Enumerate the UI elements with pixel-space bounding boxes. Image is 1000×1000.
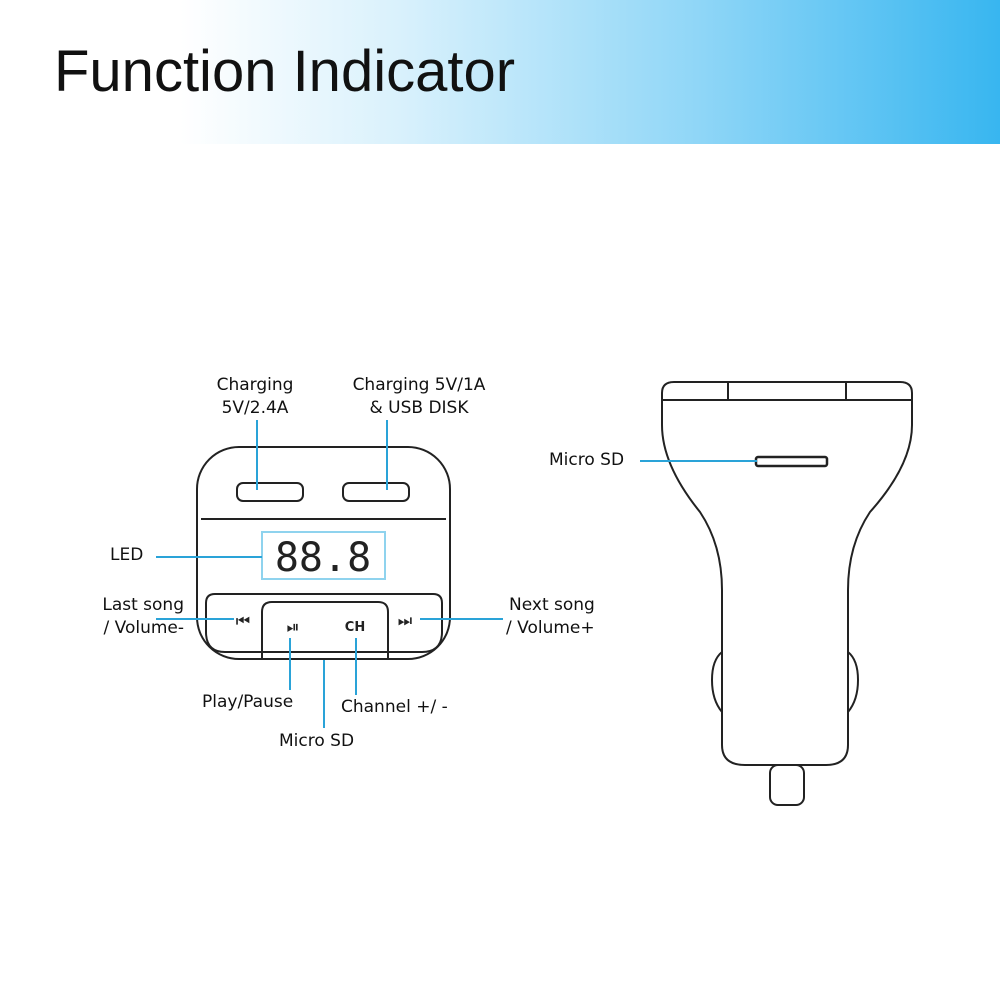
side-micro-sd-slot bbox=[754, 455, 829, 468]
callout-lines bbox=[156, 420, 757, 728]
front-body bbox=[196, 446, 451, 660]
led-display-frame bbox=[261, 531, 386, 580]
control-panel bbox=[205, 593, 443, 653]
side-clip-right bbox=[847, 651, 860, 713]
label-led: LED bbox=[110, 545, 144, 565]
led-display-digits: 88.8 bbox=[275, 535, 371, 581]
label-last-song: Last song / Volume- bbox=[102, 595, 184, 638]
side-top-cap bbox=[661, 381, 913, 400]
label-play-pause: Play/Pause bbox=[202, 692, 294, 712]
next-button-icon: ⏭ bbox=[398, 611, 412, 630]
center-button-housing bbox=[261, 601, 389, 658]
front-view bbox=[196, 446, 451, 660]
play-pause-button-icon: ⏯ bbox=[287, 617, 300, 636]
label-micro-sd-front: Micro SD bbox=[279, 731, 355, 751]
usb-port-right bbox=[342, 482, 410, 502]
side-tip bbox=[769, 764, 805, 806]
header-banner: Function Indicator bbox=[0, 0, 1000, 144]
prev-button-icon: ⏮ bbox=[236, 611, 250, 630]
side-clip-left bbox=[710, 651, 723, 713]
usb-port-left bbox=[236, 482, 304, 502]
side-body-outline bbox=[661, 399, 913, 766]
label-next-song: Next song / Volume+ bbox=[506, 595, 595, 638]
label-charging-left: Charging 5V/2.4A bbox=[216, 375, 294, 418]
label-charging-right: Charging 5V/1A & USB DISK bbox=[352, 375, 486, 418]
page-title: Function Indicator bbox=[54, 39, 516, 104]
label-micro-sd-side: Micro SD bbox=[549, 450, 625, 470]
label-channel: Channel +/ - bbox=[341, 697, 448, 717]
side-view bbox=[661, 381, 913, 806]
ch-button-label: CH bbox=[345, 620, 365, 635]
